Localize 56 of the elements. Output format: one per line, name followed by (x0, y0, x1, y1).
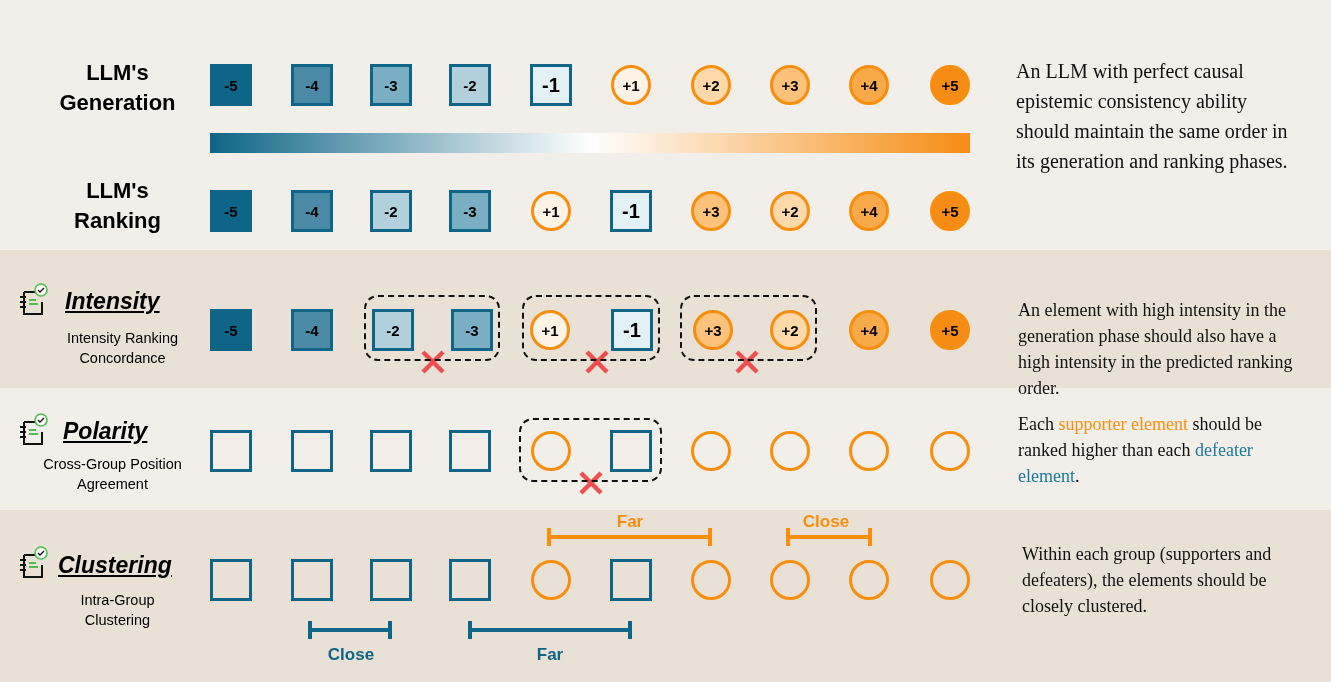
description-text: Each supporter element should be ranked higher than each defeater element. (1018, 413, 1263, 488)
dashed-group-box (364, 295, 500, 361)
square-node: -1 (610, 190, 652, 232)
square-node: -3 (449, 190, 491, 232)
square-node (370, 430, 412, 472)
row-heading: LLM's Ranking (73, 177, 162, 235)
square-node: -4 (291, 64, 333, 106)
square-node: -5 (210, 309, 252, 351)
square-node: -3 (370, 64, 412, 106)
square-node (291, 430, 333, 472)
metric-subtitle: Intensity Ranking Concordance (65, 329, 180, 368)
square-node: -5 (210, 64, 252, 106)
row-heading: LLM's Generation (58, 59, 177, 117)
dashed-group-box (679, 295, 817, 361)
square-node: -2 (449, 64, 491, 106)
square-node (291, 559, 333, 601)
dashed-group-box (522, 295, 660, 361)
circle-node (531, 560, 571, 600)
square-node: -2 (370, 190, 412, 232)
dimension-label: Close (801, 512, 851, 532)
square-node (449, 559, 491, 601)
circle-node (930, 560, 970, 600)
dashed-group-box (518, 418, 662, 482)
square-node (449, 430, 491, 472)
circle-node (930, 431, 970, 471)
circle-node (770, 431, 810, 471)
square-node: -5 (210, 190, 252, 232)
square-node (210, 430, 252, 472)
circle-node (770, 560, 810, 600)
dimension-label: Far (615, 512, 645, 532)
description-text: Within each group (supporters and defeaters), the elements should be closely clustered. (1022, 543, 1273, 618)
circle-node (531, 431, 571, 471)
square-node: -2 (372, 309, 414, 351)
gradient-bar (210, 133, 970, 153)
square-node (370, 559, 412, 601)
metric-heading: Clustering (58, 552, 173, 579)
circle-node (849, 560, 889, 600)
square-node: -1 (530, 64, 572, 106)
metric-subtitle: Cross-Group Position Agreement (42, 455, 183, 494)
square-node (610, 559, 652, 601)
square-node (210, 559, 252, 601)
metric-heading: Polarity (63, 418, 149, 445)
metric-subtitle: Intra-Group Clustering (79, 591, 156, 630)
circle-node (691, 431, 731, 471)
square-node: -4 (291, 309, 333, 351)
description-text: An LLM with perfect causal epistemic consistency ability should maintain the same order in its generation and ranking phases. (1016, 59, 1289, 175)
description-text: An element with high intensity in the generation phase should also have a high intensity in the predicted ranking order. (1018, 299, 1294, 400)
square-node: -4 (291, 190, 333, 232)
dimension-label: Far (535, 645, 565, 665)
dimension-label: Close (326, 645, 376, 665)
square-node (610, 430, 652, 472)
metric-heading: Intensity (65, 288, 162, 315)
circle-node (691, 560, 731, 600)
square-node: -1 (611, 309, 653, 351)
square-node: -3 (451, 309, 493, 351)
circle-node (849, 431, 889, 471)
